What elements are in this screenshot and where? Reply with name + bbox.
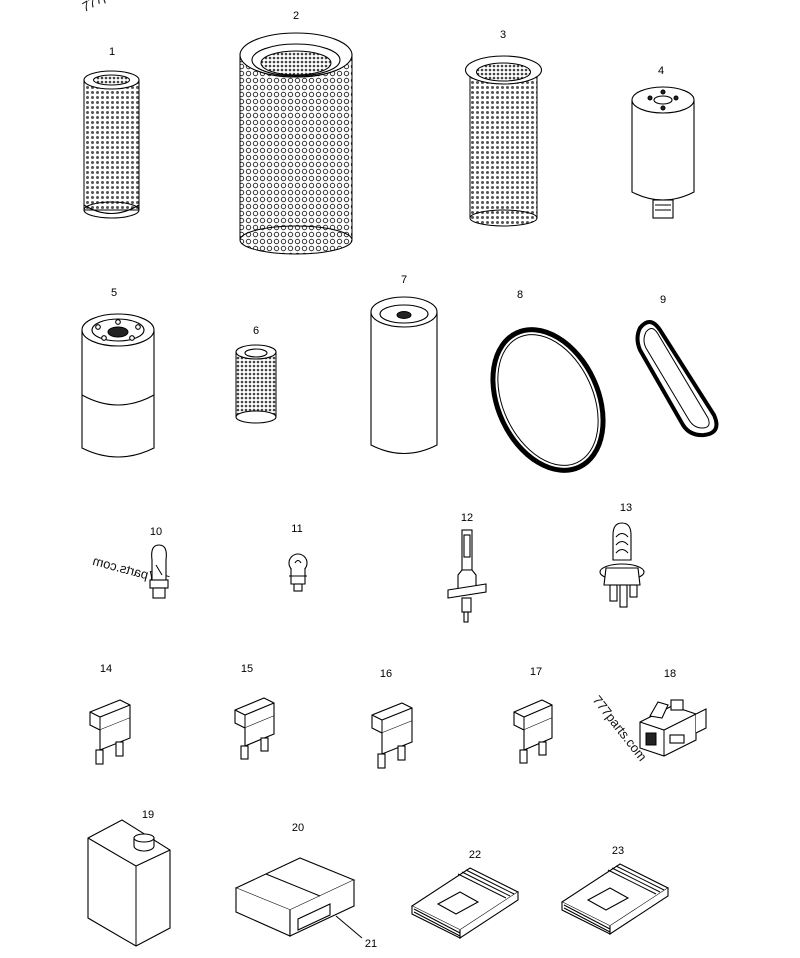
part-12-h1-bulb [447, 529, 487, 623]
label-15: 15 [241, 663, 253, 675]
part-13-h4-bulb [599, 522, 645, 608]
label-13: 13 [620, 502, 632, 514]
label-5: 5 [111, 287, 117, 299]
part-3-filter-element [464, 55, 543, 227]
label-20: 20 [292, 822, 304, 834]
part-19-container [87, 819, 171, 947]
part-8-drive-belt [490, 327, 606, 473]
part-23-manual [560, 863, 670, 936]
part-16-blade-fuse [371, 702, 413, 769]
label-21: 21 [365, 938, 377, 950]
label-16: 16 [380, 668, 392, 680]
part-7-spin-on-filter [370, 296, 438, 454]
label-19: 19 [142, 809, 154, 821]
part-4-fuel-filter [631, 86, 695, 219]
label-8: 8 [517, 289, 523, 301]
part-6-cartridge [235, 344, 277, 424]
part-11-bayonet-bulb [288, 553, 308, 592]
label-12: 12 [461, 512, 473, 524]
label-6: 6 [253, 325, 259, 337]
label-4: 4 [658, 65, 664, 77]
label-2: 2 [293, 10, 299, 22]
label-9: 9 [660, 294, 666, 306]
part-2-air-filter [239, 32, 353, 255]
part-17-blade-fuse [513, 699, 553, 764]
label-22: 22 [469, 849, 481, 861]
label-1: 1 [109, 46, 115, 58]
part-10-wedge-bulb [149, 544, 169, 599]
label-3: 3 [500, 29, 506, 41]
part-20-box [234, 857, 363, 939]
part-5-oil-filter [81, 313, 155, 458]
part-22-manual [410, 867, 520, 940]
label-23: 23 [612, 845, 624, 857]
part-18-fuse-holder [639, 699, 707, 757]
part-9-v-belt [635, 320, 719, 438]
label-11: 11 [291, 523, 302, 535]
label-18: 18 [664, 668, 676, 680]
part-14-blade-fuse [89, 699, 131, 765]
label-17: 17 [530, 666, 542, 678]
part-1-hydraulic-filter [83, 70, 140, 219]
label-10: 10 [150, 526, 162, 538]
part-15-blade-fuse [234, 697, 275, 760]
label-7: 7 [401, 274, 407, 286]
label-14: 14 [100, 663, 112, 675]
watermark-top: 777parts.com [79, 0, 155, 15]
